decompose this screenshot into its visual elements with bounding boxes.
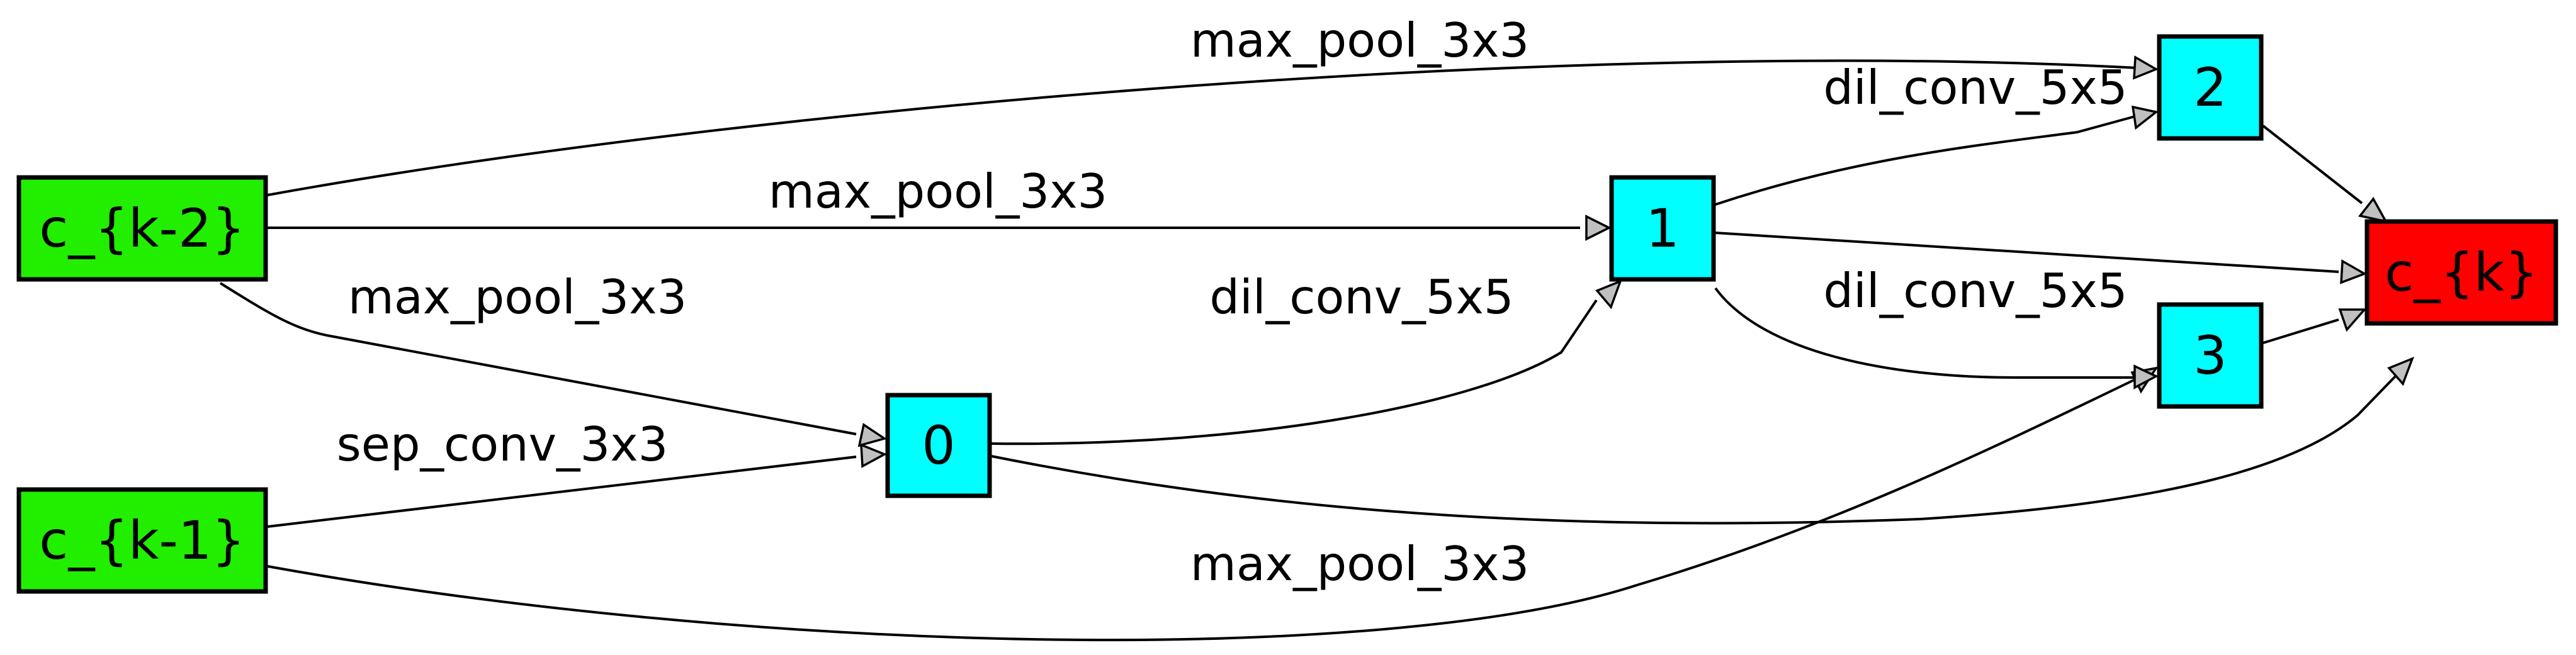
edge-ck2-to-0-line bbox=[219, 282, 857, 435]
edge-3-to-ck-line bbox=[2262, 318, 2339, 344]
node-c-k-minus-2-box bbox=[16, 175, 268, 282]
arrowhead-ck2-to-1 bbox=[1585, 215, 1612, 241]
edge-label-1-to-3: dil_conv_5x5 bbox=[1823, 263, 2127, 318]
node-0: 0 bbox=[885, 393, 992, 498]
edge-1-to-3-line bbox=[1714, 287, 2137, 379]
edge-labels: max_pool_3x3 max_pool_3x3 max_pool_3x3 s… bbox=[337, 13, 2128, 591]
arrowhead-1-to-3 bbox=[2133, 364, 2159, 389]
edge-ck1-to-0-line bbox=[267, 456, 857, 528]
node-1-label: 1 bbox=[1646, 198, 1679, 259]
node-c-k: c_{k} bbox=[2364, 219, 2558, 326]
node-c-k-minus-2-label: c_{k-2} bbox=[39, 198, 245, 259]
node-3-label: 3 bbox=[2193, 325, 2227, 386]
arrowheads bbox=[857, 55, 2415, 468]
node-c-k-minus-1: c_{k-1} bbox=[16, 487, 268, 594]
arrowhead-1-to-2 bbox=[2131, 105, 2159, 130]
edge-label-ck2-to-2: max_pool_3x3 bbox=[1190, 13, 1529, 68]
node-3: 3 bbox=[2157, 302, 2264, 409]
node-2-label: 2 bbox=[2193, 57, 2227, 118]
edge-2-to-ck-line bbox=[2262, 125, 2363, 204]
node-c-k-minus-1-label: c_{k-1} bbox=[39, 510, 245, 571]
edge-label-0-to-1: dil_conv_5x5 bbox=[1209, 269, 1513, 325]
node-0-label: 0 bbox=[922, 415, 955, 476]
arrowhead-1-to-ck bbox=[2340, 259, 2368, 284]
arrowhead-0-to-ck bbox=[2387, 356, 2415, 386]
arrowhead-0-to-1 bbox=[1595, 279, 1622, 310]
edge-1-to-ck-line bbox=[1715, 232, 2339, 273]
node-2-box bbox=[2157, 34, 2264, 141]
edge-ck2-to-2-line bbox=[267, 59, 2138, 196]
node-c-k-box bbox=[2364, 219, 2558, 326]
arrowhead-2-to-ck bbox=[2358, 196, 2388, 223]
node-1-box bbox=[1609, 175, 1716, 282]
edge-1-to-2-line bbox=[1715, 115, 2138, 206]
edge-label-ck1-to-3: max_pool_3x3 bbox=[1190, 536, 1529, 591]
node-c-k-minus-2: c_{k-2} bbox=[16, 175, 268, 282]
edge-0-to-ck-line bbox=[991, 373, 2398, 525]
arrowhead-ck2-to-2 bbox=[2133, 55, 2159, 80]
node-1: 1 bbox=[1609, 175, 1716, 282]
node-0-box bbox=[885, 393, 992, 498]
node-2: 2 bbox=[2157, 34, 2264, 141]
arrowhead-ck1-to-0 bbox=[860, 443, 888, 468]
edge-lines bbox=[219, 59, 2398, 642]
edge-label-1-to-2: dil_conv_5x5 bbox=[1823, 60, 2127, 115]
arrowhead-3-to-ck bbox=[2338, 308, 2367, 332]
edge-label-ck2-to-0: max_pool_3x3 bbox=[348, 269, 687, 325]
node-3-box bbox=[2157, 302, 2264, 409]
arrowhead-ck2-to-0 bbox=[857, 423, 888, 447]
edge-label-ck1-to-0: sep_conv_3x3 bbox=[337, 417, 669, 472]
edge-label-ck2-to-1: max_pool_3x3 bbox=[769, 164, 1107, 219]
edge-0-to-1-line bbox=[991, 299, 1598, 445]
node-c-k-minus-1-box bbox=[16, 487, 268, 594]
node-c-k-label: c_{k} bbox=[2385, 242, 2538, 303]
edge-ck1-to-3-line bbox=[267, 376, 2140, 642]
